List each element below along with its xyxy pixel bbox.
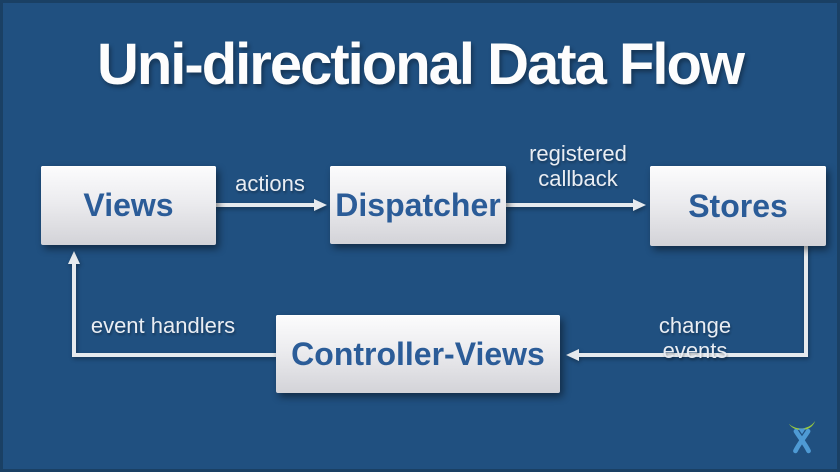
- edge-label-registered-callback: registered callback: [529, 141, 627, 191]
- edge-label-event-handlers: event handlers: [90, 313, 236, 338]
- page-title: Uni-directional Data Flow: [96, 32, 745, 97]
- node-dispatcher-label: Dispatcher: [335, 186, 501, 223]
- arrow-controller-views-to-views: [68, 251, 276, 357]
- node-dispatcher: Dispatcher: [330, 166, 506, 244]
- edge-label-change-events: change events: [658, 313, 732, 363]
- node-views: Views: [41, 166, 216, 245]
- node-controller-views: Controller-Views: [276, 315, 560, 393]
- node-stores-label: Stores: [688, 187, 788, 224]
- node-controller-views-label: Controller-Views: [291, 335, 545, 372]
- atlassian-logo-icon: [788, 420, 816, 454]
- node-views-label: Views: [83, 187, 174, 223]
- edge-label-actions: actions: [235, 171, 305, 196]
- node-stores: Stores: [650, 166, 826, 246]
